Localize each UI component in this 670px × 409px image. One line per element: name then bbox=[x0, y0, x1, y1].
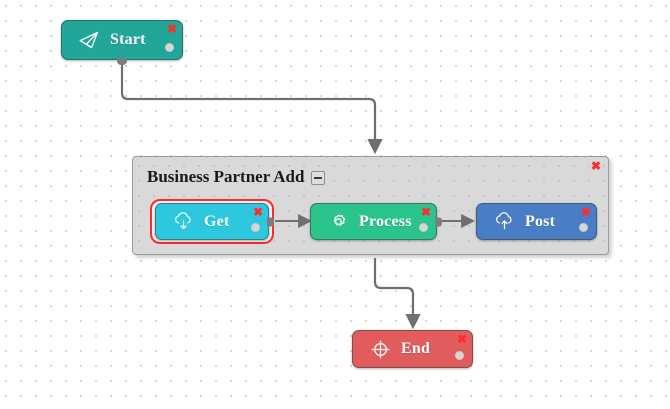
close-icon[interactable]: ✖ bbox=[420, 205, 431, 219]
output-port-right[interactable] bbox=[435, 217, 442, 226]
status-dot bbox=[251, 223, 260, 232]
send-paper-plane-icon bbox=[76, 27, 102, 53]
node-process-label: Process bbox=[359, 212, 412, 230]
output-port-right[interactable] bbox=[267, 217, 274, 226]
close-icon[interactable]: ✖ bbox=[166, 22, 177, 36]
close-icon[interactable]: ✖ bbox=[580, 205, 591, 219]
gear-icon bbox=[325, 209, 351, 235]
node-end[interactable]: End ✖ bbox=[352, 330, 473, 368]
output-port-bottom[interactable] bbox=[117, 58, 127, 65]
node-get-label: Get bbox=[204, 212, 230, 230]
edge-start-to-group bbox=[120, 58, 383, 155]
node-post[interactable]: Post ✖ bbox=[476, 203, 597, 240]
edge-group-to-end bbox=[373, 258, 421, 330]
minus-icon[interactable] bbox=[311, 171, 326, 185]
status-dot bbox=[165, 43, 174, 52]
node-start-label: Start bbox=[110, 31, 146, 48]
node-post-label: Post bbox=[525, 212, 556, 230]
group-title-bar: Business Partner Add bbox=[147, 167, 326, 187]
status-dot bbox=[455, 351, 464, 360]
close-icon[interactable]: ✖ bbox=[252, 205, 263, 219]
node-get[interactable]: Get ✖ bbox=[155, 203, 274, 240]
status-dot bbox=[419, 223, 428, 232]
status-dot bbox=[579, 223, 588, 232]
group-title-label: Business Partner Add bbox=[147, 167, 305, 186]
cloud-upload-icon bbox=[491, 209, 517, 235]
node-start[interactable]: Start ✖ bbox=[61, 20, 183, 65]
cloud-download-icon bbox=[170, 209, 196, 235]
crosshair-target-icon bbox=[367, 336, 393, 362]
node-end-label: End bbox=[401, 340, 431, 357]
node-process[interactable]: Process ✖ bbox=[310, 203, 442, 240]
close-icon[interactable]: ✖ bbox=[590, 159, 601, 173]
close-icon[interactable]: ✖ bbox=[456, 332, 467, 346]
